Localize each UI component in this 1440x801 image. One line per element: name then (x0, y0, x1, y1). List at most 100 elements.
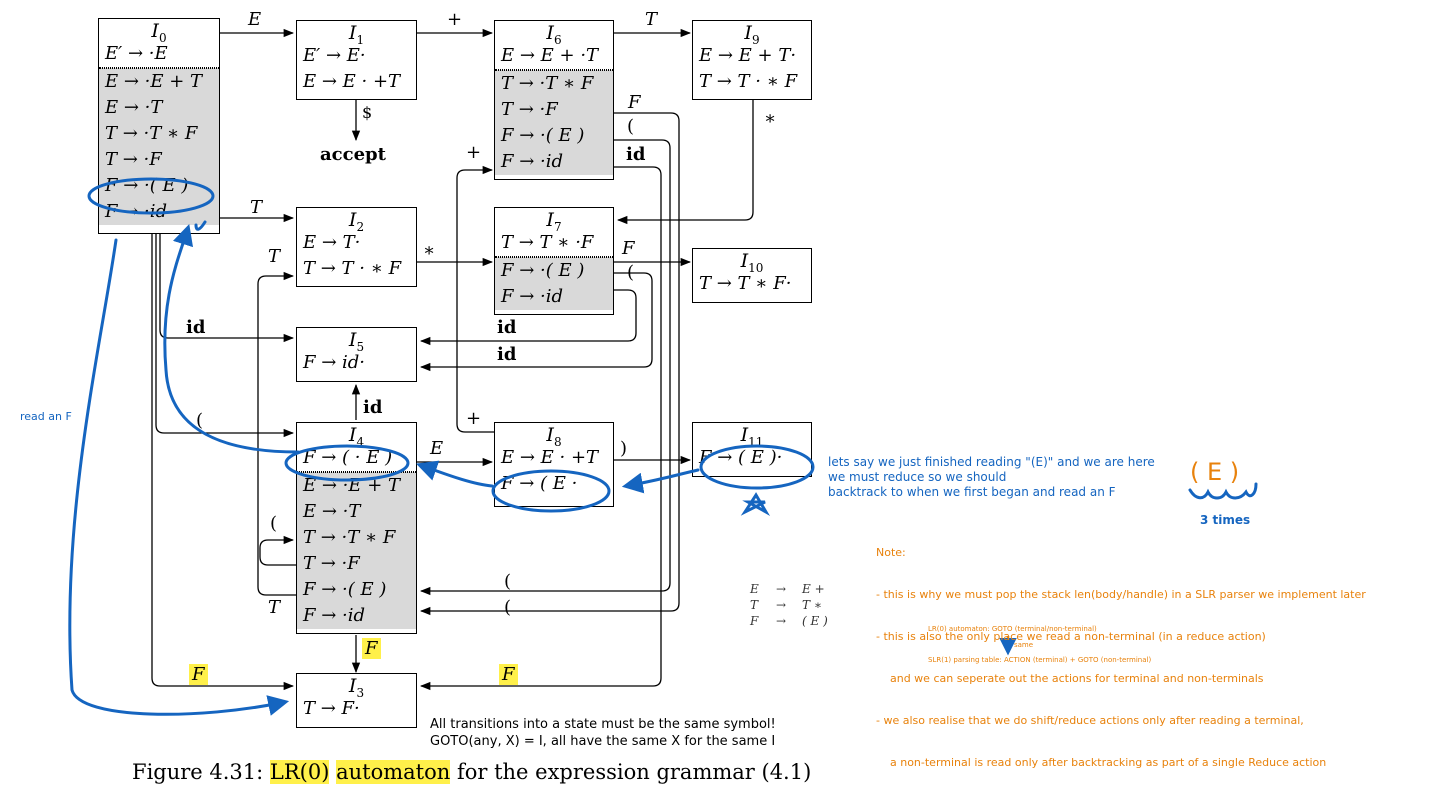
closure-item: T → ·F (303, 553, 360, 574)
edge-label-plus: + (447, 9, 463, 30)
kernel-item: E → E + T· (699, 45, 797, 66)
state-i10: I10 T → T ∗ F· (692, 248, 812, 303)
closure-item: F → ·( E ) (303, 579, 387, 600)
edge-label-t: T (268, 597, 281, 618)
kernel-item: F → ( E · (501, 473, 578, 494)
note-line: - we also realise that we do shift/reduc… (876, 714, 1304, 727)
closure-item: T → ·T ∗ F (303, 527, 396, 548)
backtrack-line: lets say we just finished reading "(E)" … (828, 455, 1155, 469)
caption-suffix: for the expression grammar (4.1) (450, 760, 812, 784)
kernel-item: F → ( · E ) (297, 445, 416, 472)
note-line: - this is why we must pop the stack len(… (876, 588, 1366, 601)
edge-label-id: id (497, 317, 517, 338)
edge-label-f-highlighted: F (499, 664, 518, 685)
closure-item: F → ·id (501, 151, 564, 172)
state-i6: I6 E → E + ·T T → ·T ∗ F T → ·F F → ·( E… (494, 20, 614, 180)
state-i5: I5 F → id· (296, 327, 417, 382)
table-note: SLR(1) parsing table: ACTION (terminal) … (928, 656, 1152, 664)
automaton-note: LR(0) automaton: GOTO (terminal/non-term… (928, 625, 1097, 633)
e-paren-note: ( E ) (1190, 458, 1240, 486)
state-title: I2 (348, 209, 365, 234)
edge-label-plus: + (466, 408, 482, 429)
state-title: I1 (348, 22, 365, 47)
edge-label-lparen: ( (627, 262, 635, 283)
closure-items: E → ·E + T E → ·T T → ·T ∗ F T → ·F F → … (297, 472, 416, 629)
grammar-row: T→T ∗ (750, 598, 822, 612)
grammar-row: E→E + (750, 582, 825, 596)
edge-label-e: E (430, 438, 444, 459)
closure-items: T → ·T ∗ F T → ·F F → ·( E ) F → ·id (495, 70, 613, 175)
kernel-item: E → T· (303, 232, 361, 253)
state-i3: I3 T → F· (296, 673, 417, 728)
edge-label-id: id (626, 144, 646, 165)
edge-label-t: T (250, 197, 263, 218)
caption-highlight: automaton (336, 760, 451, 784)
edge-label-f-highlighted: F (189, 664, 208, 685)
kernel-item: F → id· (303, 352, 366, 373)
caption-prefix: Figure 4.31: (132, 760, 270, 784)
edge-label-lparen: ( (504, 571, 512, 592)
state-title: I7 (546, 209, 562, 234)
closure-item: F → ·id (501, 286, 564, 307)
transition-rule-line: GOTO(any, X) = I, all have the same X fo… (430, 734, 776, 749)
state-title: I3 (348, 675, 365, 700)
closure-item: E → ·T (303, 501, 361, 522)
caption-highlight: LR(0) (269, 760, 330, 784)
closure-items: F → ·( E ) F → ·id (495, 257, 613, 310)
transition-rule-note: All transitions into a state must be the… (430, 716, 776, 750)
figure-caption: Figure 4.31: LR(0) automaton for the exp… (132, 760, 811, 784)
kernel-item: E → E · +T (501, 447, 599, 468)
kernel-item: T → T ∗ F· (699, 273, 792, 294)
edge-label-id: id (363, 397, 383, 418)
edge-label-f: F (622, 238, 635, 259)
kernel-item: E′ → E· (303, 45, 366, 66)
times-note: 3 times (1200, 513, 1251, 527)
edge-label-f-highlighted: F (362, 638, 381, 659)
note-line: and we can seperate out the actions for … (876, 672, 1264, 685)
closure-item: F → ·id (303, 605, 366, 626)
same-note: same (1014, 641, 1034, 649)
closure-item: E → ·T (105, 97, 163, 118)
grammar-snippet: E→E + T→T ∗ F→( E ) (750, 581, 828, 629)
kernel-item: E′ → ·E (99, 41, 219, 68)
state-i8: I8 E → E · +T F → ( E · (494, 422, 614, 507)
closure-item: T → ·T ∗ F (501, 73, 594, 94)
state-title: I4 (348, 424, 365, 449)
transition-rule-line: All transitions into a state must be the… (430, 717, 776, 732)
state-i7: I7 T → T ∗ ·F F → ·( E ) F → ·id (494, 207, 614, 315)
accept-label: accept (320, 144, 386, 165)
backtrack-line: backtrack to when we first began and rea… (828, 485, 1116, 499)
backtrack-line: we must reduce so we should (828, 470, 1007, 484)
state-i1: I1 E′ → E· E → E · +T (296, 20, 417, 100)
state-title: I9 (744, 22, 760, 47)
closure-item: T → ·F (501, 99, 558, 120)
edge-label-dollar: $ (362, 103, 373, 122)
closure-item: F → ·( E ) (501, 125, 585, 146)
edge-label-t: T (645, 9, 658, 30)
closure-item: T → ·F (105, 149, 162, 170)
edge-label-id: id (497, 344, 517, 365)
edge-label-id: id (186, 317, 206, 338)
state-title: I10 (740, 250, 764, 275)
edge-label-t: T (268, 246, 281, 267)
kernel-item: T → T · ∗ F (303, 258, 402, 279)
state-title: I8 (546, 424, 562, 449)
kernel-item: T → T · ∗ F (699, 71, 798, 92)
closure-item: F → ·( E ) (501, 260, 585, 281)
kernel-item: T → T ∗ ·F (495, 230, 613, 257)
state-title: I5 (348, 329, 365, 354)
state-title: I6 (546, 22, 562, 47)
state-title: I0 (151, 20, 167, 45)
backtrack-note: lets say we just finished reading "(E)" … (828, 455, 1155, 500)
edge-label-lparen: ( (504, 597, 512, 618)
read-f-note: read an F (20, 410, 72, 423)
note-line: a non-terminal is read only after backtr… (876, 756, 1327, 769)
edge-label-star: ∗ (764, 108, 777, 129)
edge-label-e: E (248, 9, 262, 30)
edge-label-f: F (628, 92, 641, 113)
state-i0: I0 E′ → ·E E → ·E + T E → ·T T → ·T ∗ F … (98, 18, 220, 234)
edge-label-lparen: ( (196, 410, 204, 431)
edge-label-plus: + (466, 142, 482, 163)
